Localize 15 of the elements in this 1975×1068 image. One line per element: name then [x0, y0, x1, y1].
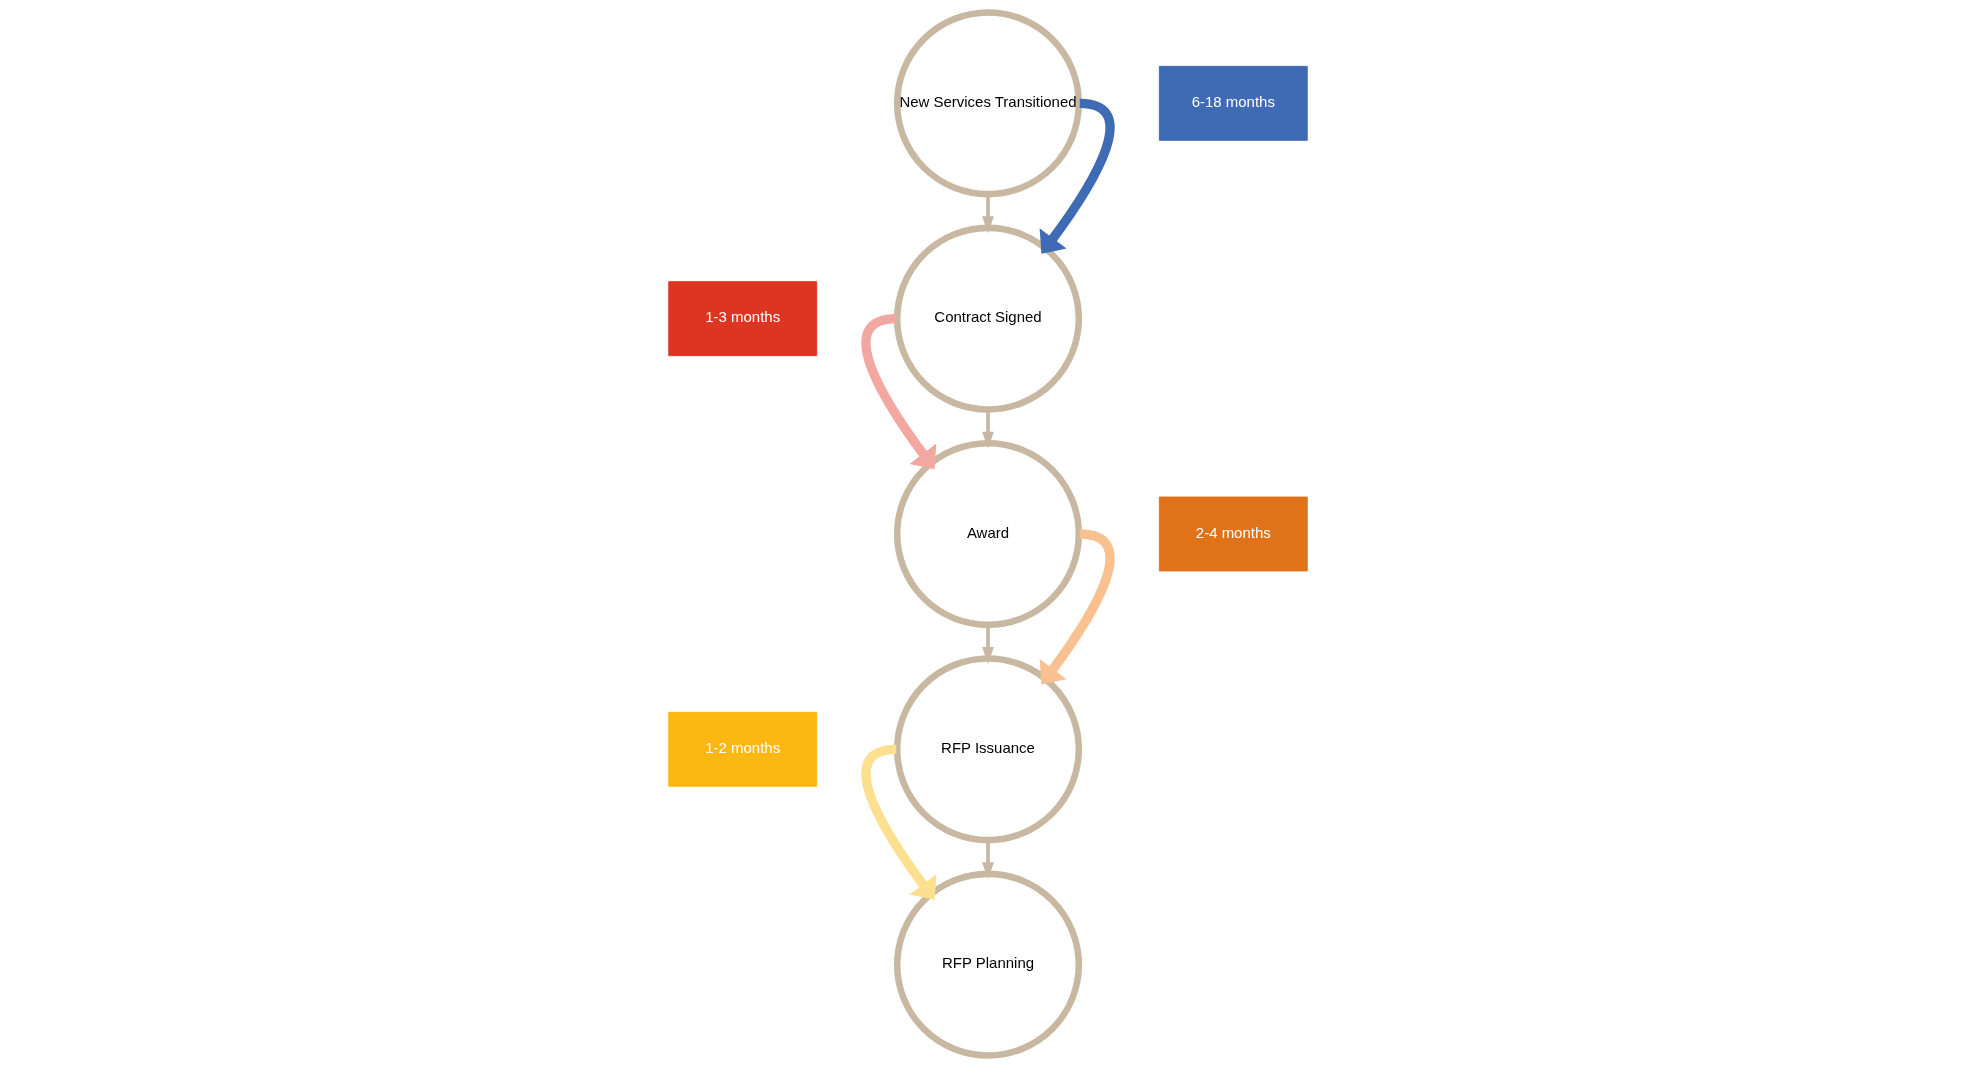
node-circle: Award — [893, 439, 1082, 629]
node-circle: RFP Planning — [893, 870, 1082, 1059]
arrow — [981, 409, 994, 449]
arrow — [981, 194, 994, 234]
node-box: 1-3 months — [667, 281, 817, 357]
arrow — [1039, 529, 1115, 685]
arrow — [860, 744, 936, 900]
arrow — [981, 840, 994, 880]
node-box: 2-4 months — [1158, 496, 1308, 572]
node-circle: Contract Signed — [893, 224, 1082, 413]
node-circle: New Services Transitioned — [893, 9, 1082, 198]
arrow — [1039, 98, 1115, 254]
node-box: 6-18 months — [1158, 65, 1308, 141]
arrow — [860, 314, 936, 470]
node-box: 1-2 months — [667, 711, 817, 787]
